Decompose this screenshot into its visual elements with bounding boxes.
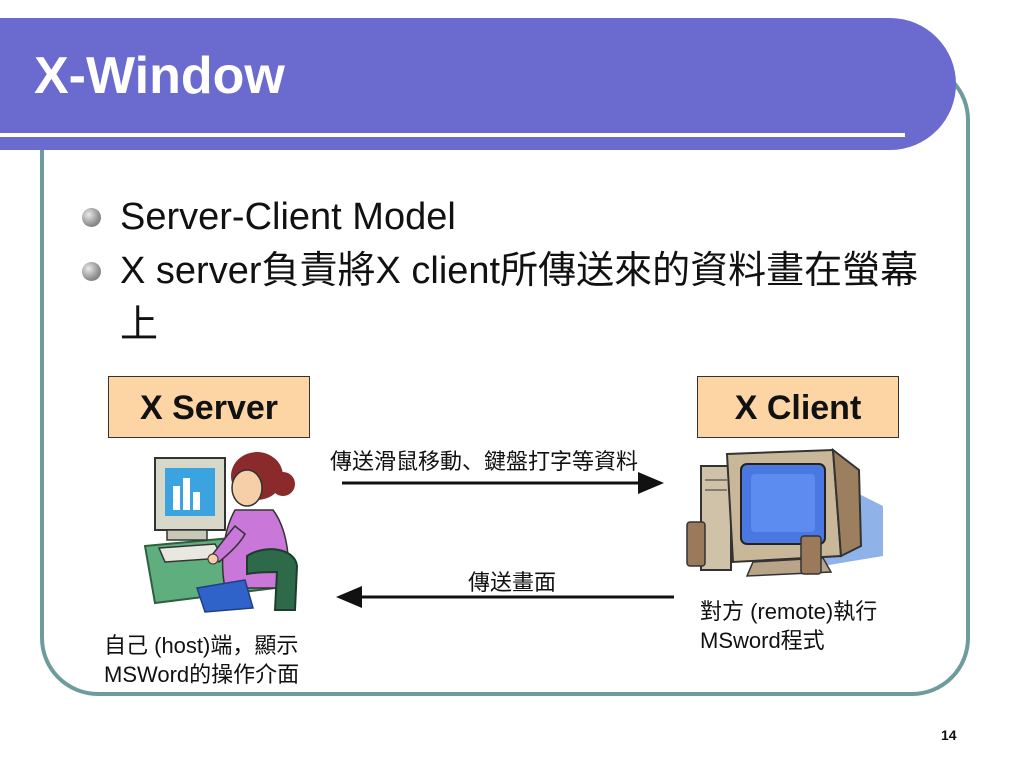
arrow-left-label: 傳送畫面 (468, 570, 557, 595)
desktop-computer-icon (686, 447, 883, 577)
woman-at-computer-icon (143, 452, 299, 613)
x-client-box: X Client (697, 376, 899, 438)
slide-title: X-Window (34, 47, 285, 105)
bullet-list: Server-Client Model X server負責將X client所… (80, 190, 950, 352)
bullet-dot-icon (82, 208, 101, 227)
x-server-box: X Server (108, 376, 310, 438)
client-caption: 對方 (remote)執行MSword程式 (700, 599, 878, 653)
title-banner (0, 18, 956, 150)
bullet-item: Server-Client Model (80, 190, 950, 244)
banner-underline (0, 133, 905, 137)
bullet-dot-icon (82, 262, 101, 281)
bullet-text: X server負責將X client所傳送來的資料畫在螢幕上 (120, 250, 919, 346)
right-arrow (342, 472, 664, 494)
bullet-item: X server負責將X client所傳送來的資料畫在螢幕上 (80, 244, 950, 352)
left-arrow (336, 586, 674, 608)
bullet-text: Server-Client Model (120, 196, 456, 238)
arrow-right-label: 傳送滑鼠移動、鍵盤打字等資料 (330, 449, 639, 474)
server-caption: 自己 (host)端，顯示MSWord的操作介面 (104, 633, 300, 687)
page-number: 14 (941, 727, 957, 743)
